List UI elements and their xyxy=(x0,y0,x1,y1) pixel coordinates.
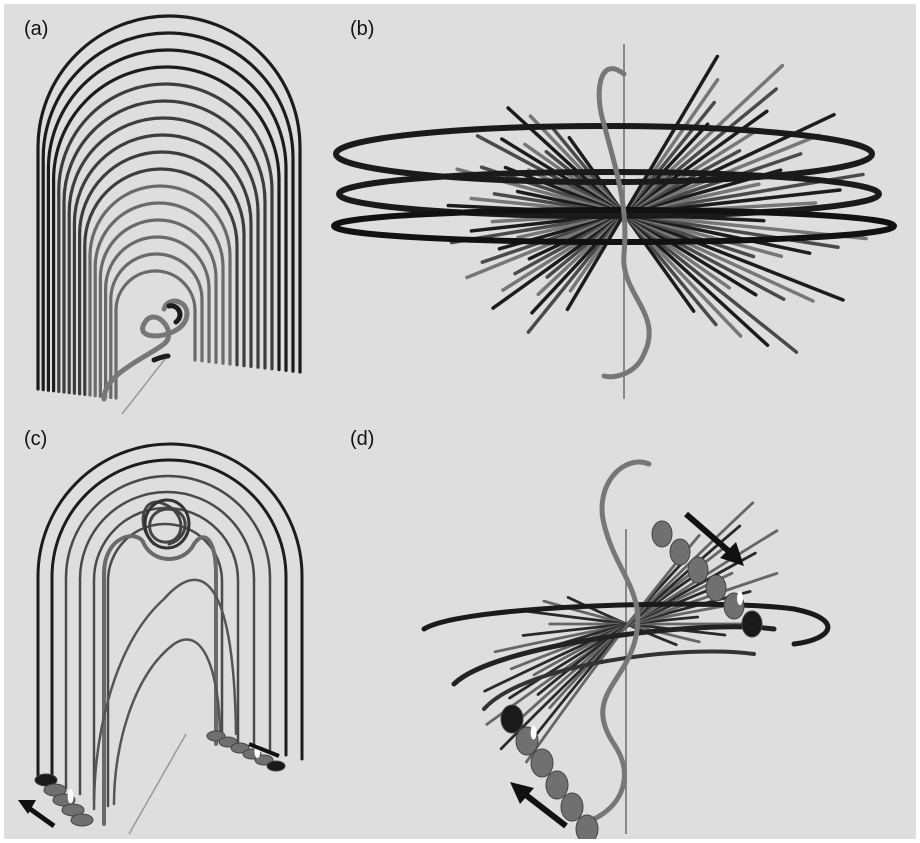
footpoint-marker xyxy=(670,539,690,565)
marker-row-right xyxy=(207,731,285,771)
marker-row-lower xyxy=(501,705,598,839)
field-line-arch xyxy=(100,220,216,396)
field-line-arch xyxy=(66,476,270,788)
panel-d-rings xyxy=(324,414,916,839)
footpoint-marker xyxy=(531,749,553,777)
marker-highlight xyxy=(737,591,743,605)
footpoint-marker xyxy=(688,557,708,583)
field-line-arch xyxy=(38,444,302,776)
footpoint-marker xyxy=(706,575,726,601)
figure: (a) (b) (c) (d) xyxy=(4,4,916,839)
marker-highlight xyxy=(68,789,74,803)
footpoint-marker xyxy=(267,761,285,771)
radiating-lines xyxy=(448,56,866,352)
inner-crossing-loop-2 xyxy=(114,640,220,804)
panel-b-rings xyxy=(324,4,916,424)
field-line-arch xyxy=(111,254,202,397)
twisted-flux-loop-dark xyxy=(169,306,180,322)
footpoint-marker xyxy=(561,793,583,821)
panel-c-arches xyxy=(4,414,334,839)
footpoint-marker xyxy=(576,815,598,839)
arrow-left-up xyxy=(18,800,54,826)
axis-line xyxy=(122,354,169,414)
field-line-arch xyxy=(108,524,222,806)
footpoint-marker xyxy=(546,771,568,799)
marker-highlight xyxy=(531,726,537,740)
footpoint-marker xyxy=(652,521,672,547)
footpoint-marker xyxy=(742,611,762,637)
axis-line xyxy=(129,734,186,834)
panel-a-arches xyxy=(4,4,334,424)
tilted-ring-3 xyxy=(484,651,754,709)
footpoint-marker xyxy=(501,705,523,733)
flux-loop-end xyxy=(154,356,168,360)
footpoint-marker xyxy=(71,814,93,826)
field-line-arch xyxy=(80,492,254,794)
